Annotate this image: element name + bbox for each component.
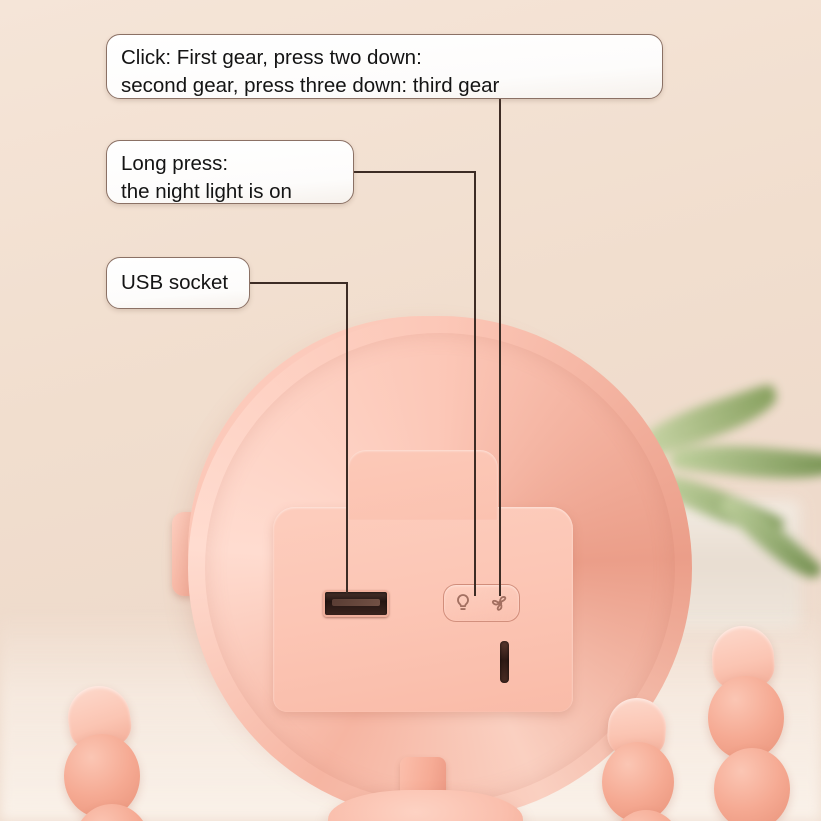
leader-line-usb-vertical <box>346 282 348 593</box>
fan-blade-icon[interactable] <box>489 592 511 614</box>
bulb-icon[interactable] <box>452 592 474 614</box>
leader-line-night-vertical <box>474 171 476 596</box>
fan-body-upper-tab <box>348 450 498 520</box>
tripod-leg-right <box>598 690 708 821</box>
night-light-callout[interactable]: Long press: the night light is on <box>106 140 354 204</box>
leader-line-usb-horizontal <box>250 282 348 284</box>
tripod-leg-left <box>30 681 150 821</box>
micro-usb-port[interactable] <box>323 590 389 617</box>
control-button-pad[interactable] <box>443 584 520 622</box>
vent-slot <box>500 641 509 683</box>
leader-line-gear <box>499 99 501 596</box>
leader-line-night-horizontal <box>354 171 475 173</box>
tripod-leg-rear <box>700 624 810 821</box>
gear-speed-callout[interactable]: Click: First gear, press two down: secon… <box>106 34 663 99</box>
fan-body-panel <box>273 450 573 712</box>
usb-socket-callout[interactable]: USB socket <box>106 257 250 309</box>
mini-fan-product <box>172 312 698 821</box>
fan-base <box>328 790 523 821</box>
